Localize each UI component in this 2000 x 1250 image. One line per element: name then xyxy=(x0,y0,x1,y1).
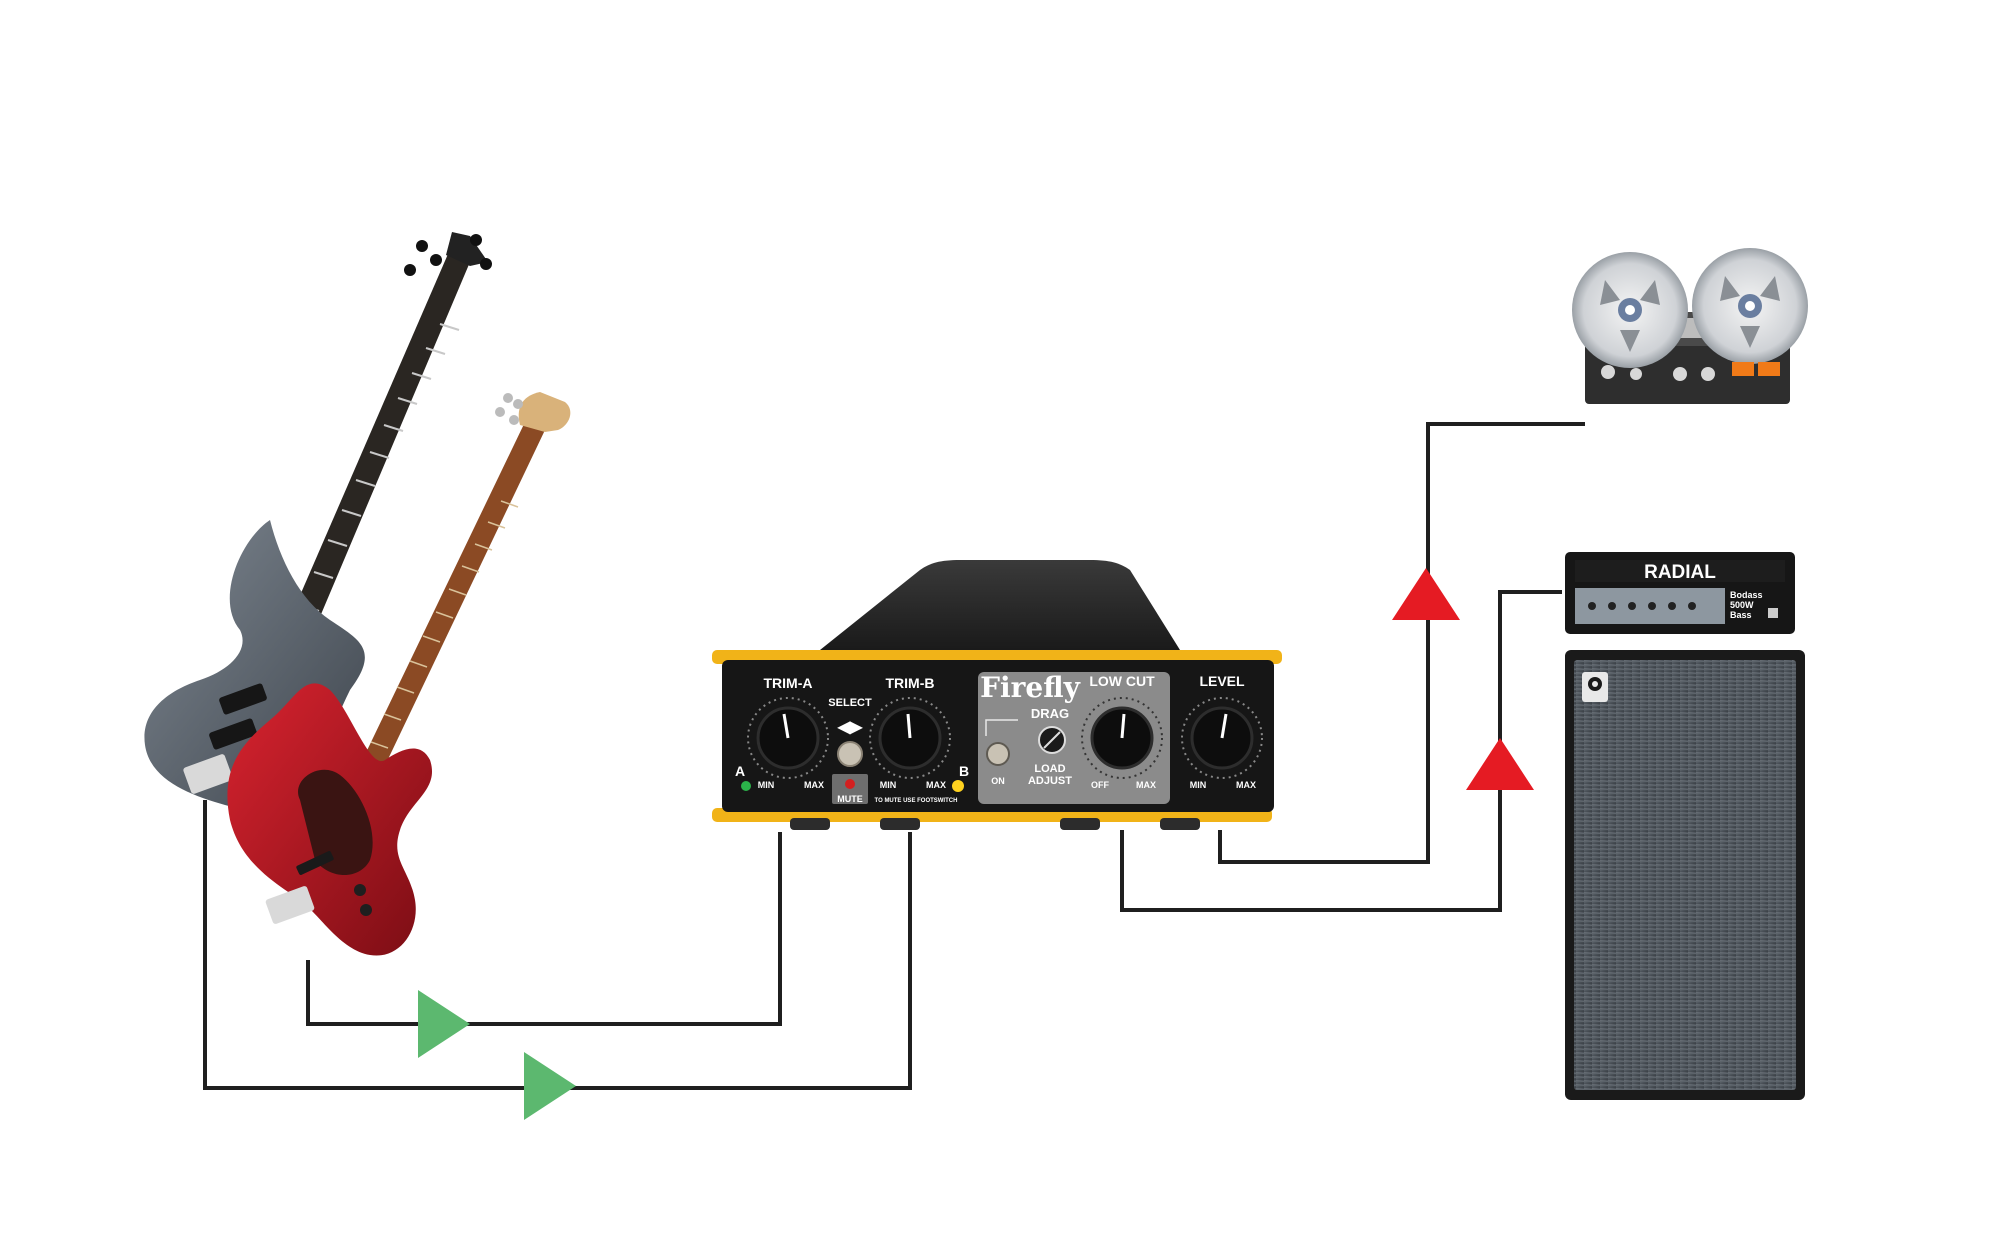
drag-on-label: ON xyxy=(991,776,1005,786)
tube-cage xyxy=(820,560,1180,650)
bass-guitar-icon xyxy=(227,392,571,956)
amp-model-line1: Bodass xyxy=(1730,590,1763,600)
input-arrow-2 xyxy=(524,1052,576,1120)
drag-label: DRAG xyxy=(1031,706,1069,721)
trim-a-max-label: MAX xyxy=(804,780,824,790)
output-arrow-recorder xyxy=(1392,568,1460,620)
amp-model-line3: Bass xyxy=(1730,610,1752,620)
level-knob[interactable] xyxy=(1181,697,1263,779)
trim-b-max-label: MAX xyxy=(926,780,946,790)
channel-b-label: B xyxy=(959,763,969,779)
trim-a-knob[interactable] xyxy=(747,697,829,779)
brand-logo: Firefly xyxy=(980,671,1080,704)
channel-a-led xyxy=(741,781,751,791)
mute-label: MUTE xyxy=(837,794,863,804)
low-cut-off-label: OFF xyxy=(1091,780,1109,790)
firefly-di-box: TRIM-A TRIM-B SELECT ◀▶ Firefly DRAG LOW… xyxy=(712,560,1282,830)
output-arrow-amp xyxy=(1466,738,1534,790)
select-arrows-icon: ◀▶ xyxy=(837,719,863,736)
amplifier-icon: RADIAL Bodass 500W Bass xyxy=(1565,552,1795,634)
select-label: SELECT xyxy=(828,697,872,709)
load-label: LOAD xyxy=(1034,763,1065,775)
cable-guitar2-to-input-b xyxy=(306,832,782,1026)
signal-arrows xyxy=(418,568,1534,1120)
tape-recorder-icon xyxy=(1572,248,1808,404)
channel-b-led xyxy=(952,780,964,792)
level-max-label: MAX xyxy=(1236,780,1256,790)
low-cut-label: LOW CUT xyxy=(1089,673,1155,689)
level-min-label: MIN xyxy=(1190,780,1207,790)
grey-panel xyxy=(978,672,1170,804)
trim-b-min-label: MIN xyxy=(880,780,897,790)
mute-button[interactable] xyxy=(832,774,868,804)
trim-a-label: TRIM-A xyxy=(764,675,813,691)
trim-a-min-label: MIN xyxy=(758,780,775,790)
trim-b-label: TRIM-B xyxy=(886,675,935,691)
low-cut-max-label: MAX xyxy=(1136,780,1156,790)
low-cut-knob[interactable] xyxy=(1081,697,1163,779)
amp-model-line2: 500W xyxy=(1730,600,1754,610)
amp-brand: RADIAL xyxy=(1644,562,1716,583)
channel-a-label: A xyxy=(735,763,745,779)
cable-out-to-recorder xyxy=(1218,422,1585,864)
select-button[interactable] xyxy=(837,741,863,767)
input-arrow-1 xyxy=(418,990,470,1058)
cable-out-to-amp xyxy=(1120,590,1562,912)
drag-knob[interactable] xyxy=(1038,726,1066,754)
speaker-cabinet-icon xyxy=(1565,650,1805,1100)
footswitch-note: TO MUTE USE FOOTSWITCH xyxy=(875,798,958,804)
adjust-label: ADJUST xyxy=(1028,775,1072,787)
level-label: LEVEL xyxy=(1199,673,1245,689)
drag-on-button[interactable] xyxy=(986,742,1010,766)
trim-b-knob[interactable] xyxy=(869,697,951,779)
